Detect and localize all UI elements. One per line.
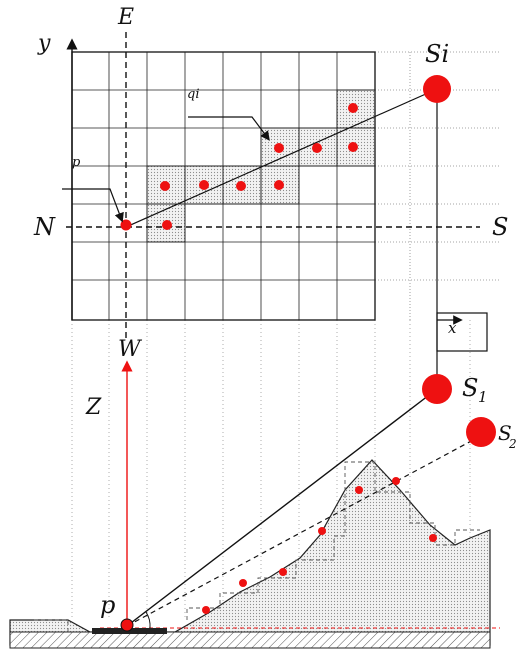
- y-axis-label: y: [37, 31, 51, 56]
- point-p-label: p: [72, 155, 81, 170]
- observer-p-label: p: [100, 591, 115, 619]
- stepped-cell-profile: [34, 461, 480, 632]
- elevation-angle-arc: [145, 611, 151, 629]
- grid: [71, 51, 376, 321]
- sun-si-marker: [423, 75, 451, 103]
- sun-s2-marker: [466, 417, 496, 447]
- section-view: Z p S 1 S: [9, 360, 517, 649]
- qi-label: qi: [187, 87, 199, 102]
- observer-p-marker: [120, 618, 134, 632]
- plan-sun-ray: [125, 88, 438, 228]
- sun-s2-label: S: [498, 421, 512, 445]
- plan-view: y N S E W x Si: [33, 5, 508, 640]
- north-label: N: [33, 213, 56, 241]
- sun-s1-label: S: [462, 374, 478, 402]
- intersected-cell-points: [160, 103, 358, 230]
- x-axis-box: [436, 312, 488, 352]
- ray-to-s1: [126, 388, 438, 627]
- sun-s1-marker: [422, 374, 452, 404]
- projection-lines: [71, 320, 471, 640]
- sun-s2-subscript: 2: [508, 437, 517, 451]
- west-label: W: [118, 337, 143, 362]
- qi-pointer: [188, 116, 270, 141]
- east-label: E: [117, 5, 134, 30]
- south-label: S: [492, 213, 508, 241]
- terrain-points: [202, 477, 437, 614]
- point-p-pointer: [62, 188, 124, 223]
- ground-base: [9, 631, 491, 649]
- sun-s1-subscript: 1: [478, 388, 488, 406]
- x-axis-label: x: [448, 319, 457, 337]
- point-p-marker: [120, 219, 132, 231]
- sun-si-label: Si: [425, 40, 449, 68]
- z-axis-label: Z: [85, 395, 102, 420]
- terrain: [9, 459, 491, 646]
